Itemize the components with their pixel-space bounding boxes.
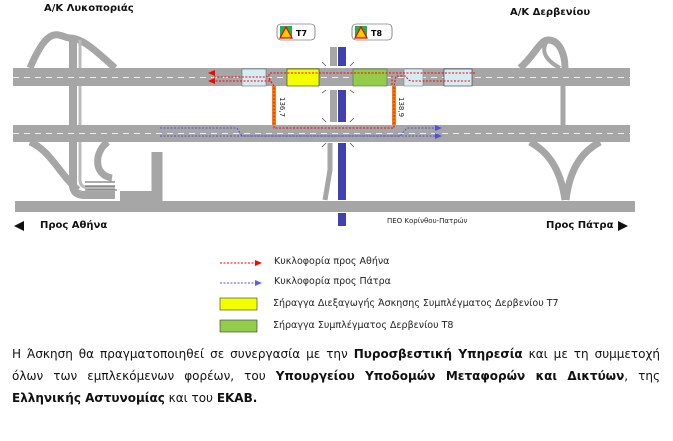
arrowhead-athens-2: [208, 78, 215, 84]
arrowhead-patra-1: [435, 125, 442, 131]
arrow-right-icon: [618, 221, 628, 231]
km-label-right: 138,9: [397, 97, 405, 117]
left-interchange: [26, 31, 163, 201]
railway-crossing: [321, 47, 355, 226]
label-interchange-lykoporia: A/K Λυκοποριάς: [44, 3, 134, 14]
right-interchange: [517, 36, 602, 201]
tunnel-t7: [286, 68, 320, 87]
badge-t8: T8: [351, 23, 393, 41]
legend-tunnel-t8: Σήραγγα Συμπλέγματος Δερβενίου Τ8: [273, 320, 454, 331]
description-paragraph: Η Άσκηση θα πραγματοποιηθεί σε συνεργασί…: [12, 347, 661, 405]
label-to-athens: Προς Αθήνα: [40, 220, 108, 231]
legend-athens: Κυκλοφορία προς Αθήνα: [274, 256, 390, 267]
arrow-left-icon: [14, 221, 24, 231]
legend-patra: Κυκλοφορία προς Πάτρα: [274, 276, 391, 287]
label-interchange-dervenio: A/K Δερβενίου: [510, 7, 591, 18]
old-national-road: [15, 201, 635, 212]
label-old-road: ΠΕΟ Κορίνθου-Πατρών: [387, 217, 468, 225]
km-label-left: 136,7: [278, 97, 286, 117]
arrowhead-patra-2: [435, 133, 442, 139]
portal-box-3: [443, 68, 473, 87]
arrowhead-athens-1: [208, 70, 215, 76]
road-diagram: 136,7 138,9 T7 T8: [13, 23, 635, 231]
tunnel-t8: [352, 68, 388, 87]
svg-text:T7: T7: [296, 29, 307, 38]
traffic-athens-path: [212, 72, 475, 129]
traffic-patra-path: [160, 127, 435, 137]
svg-text:T8: T8: [371, 29, 382, 38]
tunnel-warning-icon: [278, 25, 294, 39]
label-to-patra: Προς Πάτρα: [546, 220, 614, 231]
legend-tunnel-t7: Σήραγγα Διεξαγωγής Άσκησης Συμπλέγματος …: [273, 298, 559, 309]
badge-t7: T7: [276, 23, 316, 41]
tunnel-warning-icon: [353, 25, 369, 39]
legend-swatches: [219, 260, 262, 333]
